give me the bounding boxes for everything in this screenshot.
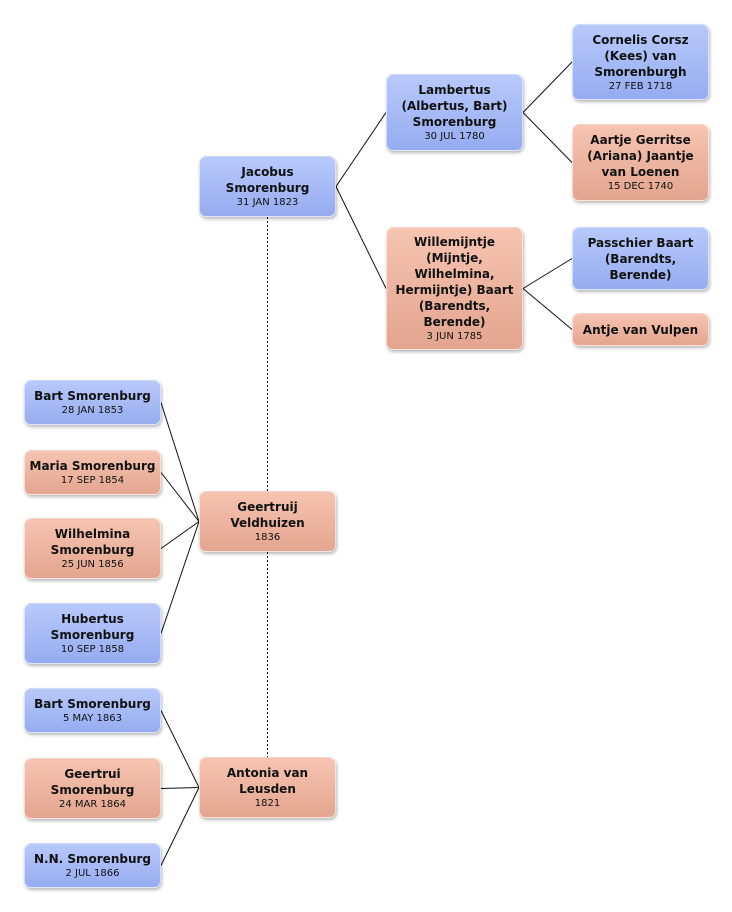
edge-jacobus-willemijntje xyxy=(335,186,387,289)
person-name: Passchier Baart (Barendts, Berende) xyxy=(587,235,694,282)
person-date: 15 DEC 1740 xyxy=(607,181,674,192)
edge-lambertus-cornelis xyxy=(522,61,573,113)
person-date: 5 MAY 1863 xyxy=(63,713,122,724)
person-date: 30 JUL 1780 xyxy=(424,131,485,142)
person-date: 2 JUL 1866 xyxy=(65,868,120,879)
edge-antonia-geertrui xyxy=(160,787,200,789)
person-card-nn[interactable]: N.N. Smorenburg 2 JUL 1866 xyxy=(24,843,161,888)
person-card-wilhelmina[interactable]: Wilhelmina Smorenburg 25 JUN 1856 xyxy=(24,518,161,579)
person-name: Wilhelmina Smorenburg xyxy=(50,527,135,557)
person-card-antje[interactable]: Antje van Vulpen xyxy=(572,313,709,346)
person-name: Aartje Gerritse (Ariana) Jaantje van Loe… xyxy=(587,133,694,179)
person-date: 10 SEP 1858 xyxy=(60,644,125,655)
person-name: Bart Smorenburg xyxy=(34,389,151,403)
person-card-hubertus[interactable]: Hubertus Smorenburg 10 SEP 1858 xyxy=(24,603,161,664)
person-date: 28 JAN 1853 xyxy=(61,405,124,416)
edge-antonia-nn xyxy=(160,787,200,866)
person-name: Jacobus Smorenburg xyxy=(225,165,310,195)
person-date: 1821 xyxy=(254,798,281,809)
edge-lambertus-aartje xyxy=(522,112,573,163)
edge-willemijntje-passchier xyxy=(522,258,573,289)
person-card-bart2[interactable]: Bart Smorenburg 5 MAY 1863 xyxy=(24,688,161,733)
person-name: Geertrui Smorenburg xyxy=(50,767,135,797)
person-date: 3 JUN 1785 xyxy=(426,331,483,342)
edge-geertruij-bart1 xyxy=(160,402,200,522)
edge-willemijntje-antje xyxy=(522,288,573,330)
person-name: Cornelis Corsz (Kees) van Smorenburgh xyxy=(592,32,689,79)
person-card-passchier[interactable]: Passchier Baart (Barendts, Berende) xyxy=(572,227,709,290)
edge-geertruij-maria xyxy=(160,472,200,522)
person-card-aartje[interactable]: Aartje Gerritse (Ariana) Jaantje van Loe… xyxy=(572,124,709,201)
edge-geertruij-wilhelmina xyxy=(160,521,200,549)
person-card-lambertus[interactable]: Lambertus (Albertus, Bart) Smorenburg 30 … xyxy=(386,74,523,151)
person-name: Antje van Vulpen xyxy=(582,322,699,337)
person-card-antonia[interactable]: Antonia van Leusden 1821 xyxy=(199,757,336,818)
edge-jacobus-lambertus xyxy=(335,112,387,187)
person-date: 25 JUN 1856 xyxy=(61,559,124,570)
person-name: Antonia van Leusden xyxy=(226,766,309,796)
person-card-geertruij[interactable]: Geertruij Veldhuizen 1836 xyxy=(199,491,336,552)
person-name: Bart Smorenburg xyxy=(34,697,151,711)
person-name: Maria Smorenburg xyxy=(29,459,156,473)
person-card-jacobus[interactable]: Jacobus Smorenburg 31 JAN 1823 xyxy=(199,156,336,217)
person-card-bart1[interactable]: Bart Smorenburg 28 JAN 1853 xyxy=(24,380,161,425)
person-date: 31 JAN 1823 xyxy=(236,197,299,208)
person-date: 1836 xyxy=(254,532,281,543)
person-date: 17 SEP 1854 xyxy=(60,475,125,486)
person-date: 27 FEB 1718 xyxy=(608,80,673,92)
edge-antonia-bart2 xyxy=(160,710,200,788)
person-name: Geertruij Veldhuizen xyxy=(230,500,305,530)
person-card-geertrui[interactable]: Geertrui Smorenburg 24 MAR 1864 xyxy=(24,758,161,819)
person-card-maria[interactable]: Maria Smorenburg 17 SEP 1854 xyxy=(24,450,161,495)
person-name: Hubertus Smorenburg xyxy=(50,612,135,642)
person-date: 24 MAR 1864 xyxy=(59,799,126,810)
edge-geertruij-hubertus xyxy=(160,521,200,634)
person-card-willemijntje[interactable]: Willemijntje (Mijntje, Wilhelmina, Hermi… xyxy=(386,227,523,350)
person-name: Willemijntje (Mijntje, Wilhelmina, Hermi… xyxy=(395,235,514,329)
person-name: Lambertus (Albertus, Bart) Smorenburg xyxy=(401,83,508,129)
person-name: N.N. Smorenburg xyxy=(33,852,151,866)
